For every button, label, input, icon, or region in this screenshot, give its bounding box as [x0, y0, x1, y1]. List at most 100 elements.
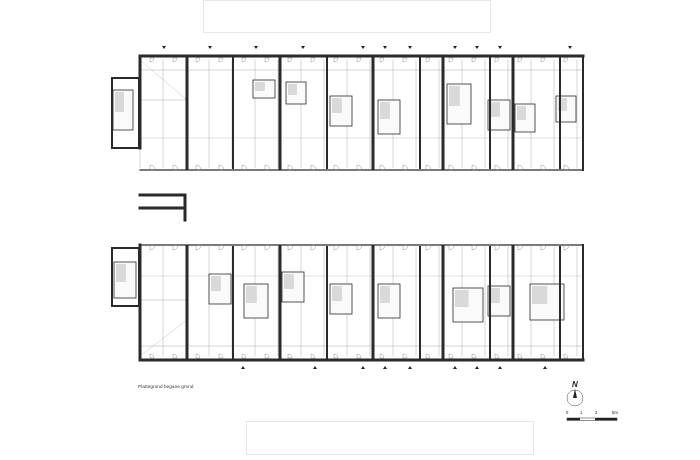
core-fill-17 — [116, 264, 126, 282]
core-fill-11 — [332, 286, 342, 301]
door-facade-south — [218, 353, 224, 359]
door-corridor-south — [310, 244, 317, 251]
core-fill-9 — [246, 286, 257, 303]
plan-caption: Plattegrond begane grond — [138, 384, 194, 389]
door-facade-north — [471, 57, 477, 63]
marker-south — [313, 366, 317, 369]
door-corridor-north — [356, 164, 363, 171]
door-corridor-north — [241, 164, 248, 171]
door-facade-south — [379, 353, 385, 359]
scale-label-0: 0 — [566, 410, 569, 415]
core-fill-2 — [332, 98, 342, 113]
door-corridor-south — [264, 244, 271, 251]
core-fill-0 — [255, 82, 265, 91]
door-corridor-south — [517, 244, 524, 251]
scale-bar — [566, 417, 618, 421]
core-fill-6 — [517, 106, 526, 120]
door-facade-north — [264, 57, 270, 63]
west-annex-north — [111, 77, 140, 149]
facade-markers — [162, 46, 572, 369]
door-facade-north — [310, 57, 316, 63]
core-fill-14 — [490, 288, 500, 303]
scale-label-1: 1 — [580, 410, 583, 415]
core-fill-16 — [115, 92, 124, 112]
north-arrow — [566, 389, 584, 407]
core-fill-12 — [380, 286, 390, 303]
door-corridor-south — [379, 244, 386, 251]
door-facade-north — [517, 57, 523, 63]
core-fill-10 — [284, 274, 294, 289]
door-corridor-south — [563, 244, 570, 251]
door-facade-north — [494, 57, 500, 63]
door-facade-south — [149, 353, 155, 359]
door-corridor-south — [149, 244, 156, 251]
marker-south — [453, 366, 457, 369]
door-facade-south — [195, 353, 201, 359]
marker-north — [361, 46, 365, 49]
door-facade-north — [149, 57, 155, 63]
door-corridor-south — [195, 244, 202, 251]
door-corridor-north — [172, 164, 179, 171]
marker-south — [383, 366, 387, 369]
door-corridor-north — [402, 164, 409, 171]
core-fill-5 — [490, 102, 500, 117]
door-corridor-south — [448, 244, 455, 251]
core-fill-1 — [288, 84, 297, 95]
marker-south — [241, 366, 245, 369]
door-corridor-north — [448, 164, 455, 171]
marker-south — [543, 366, 547, 369]
door-facade-north — [333, 57, 339, 63]
door-corridor-south — [425, 244, 432, 251]
core-fill-4 — [449, 86, 460, 106]
bottom-frame — [246, 421, 534, 455]
door-corridor-north — [287, 164, 294, 171]
door-facade-south — [241, 353, 247, 359]
core-fill-3 — [380, 102, 390, 119]
door-corridor-north — [379, 164, 386, 171]
scale-seg-2 — [595, 418, 617, 421]
marker-north — [408, 46, 412, 49]
door-corridor-north — [425, 164, 432, 171]
diag-1 — [139, 59, 188, 101]
door-facade-south — [287, 353, 293, 359]
door-corridor-south — [356, 244, 363, 251]
door-corridor-north — [218, 164, 225, 171]
door-facade-north — [379, 57, 385, 63]
doors — [149, 57, 570, 359]
core-fill-13 — [455, 290, 469, 307]
door-facade-south — [172, 353, 178, 359]
door-corridor-south — [287, 244, 294, 251]
west-annex-south — [111, 247, 140, 307]
door-facade-south — [425, 353, 431, 359]
door-facade-north — [287, 57, 293, 63]
door-corridor-north — [310, 164, 317, 171]
marker-north — [254, 46, 258, 49]
door-corridor-south — [172, 244, 179, 251]
door-facade-south — [333, 353, 339, 359]
marker-south — [408, 366, 412, 369]
marker-north — [208, 46, 212, 49]
door-corridor-north — [149, 164, 156, 171]
door-corridor-south — [471, 244, 478, 251]
door-facade-north — [195, 57, 201, 63]
door-corridor-south — [218, 244, 225, 251]
core-fill-8 — [211, 276, 221, 291]
door-facade-north — [425, 57, 431, 63]
north-pointer — [573, 389, 577, 398]
door-facade-north — [448, 57, 454, 63]
door-facade-south — [448, 353, 454, 359]
door-corridor-south — [333, 244, 340, 251]
core-fill-15 — [532, 286, 548, 304]
door-corridor-south — [494, 244, 501, 251]
scale-label-2: 2 — [595, 410, 598, 415]
door-corridor-south — [540, 244, 547, 251]
marker-north — [301, 46, 305, 49]
door-facade-south — [471, 353, 477, 359]
door-corridor-north — [563, 164, 570, 171]
door-facade-south — [310, 353, 316, 359]
diag-2 — [139, 319, 188, 357]
door-facade-south — [402, 353, 408, 359]
marker-south — [361, 366, 365, 369]
door-facade-north — [356, 57, 362, 63]
